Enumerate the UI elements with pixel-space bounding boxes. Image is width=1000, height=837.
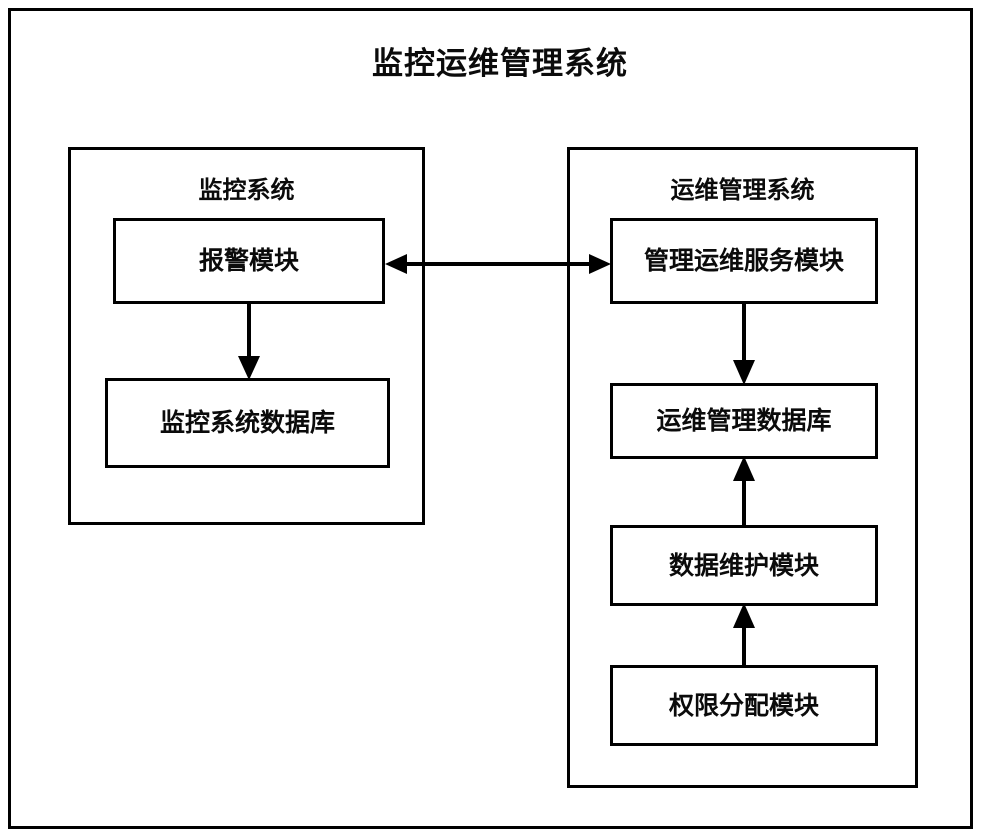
box-monitoring-database[interactable]: 监控系统数据库 <box>105 378 390 468</box>
panel-monitoring-system-title: 监控系统 <box>198 176 295 204</box>
box-monitoring-database-label: 监控系统数据库 <box>159 408 335 438</box>
box-permission-module-label: 权限分配模块 <box>668 690 819 720</box>
panel-ops-management-system-title: 运维管理系统 <box>670 176 815 204</box>
box-permission-module[interactable]: 权限分配模块 <box>610 665 878 746</box>
page-title: 监控运维管理系统 <box>372 46 628 82</box>
box-alarm-module[interactable]: 报警模块 <box>113 218 385 304</box>
connector-permission-to-data-maintenance-arrow <box>729 603 759 668</box>
box-data-maintenance-module[interactable]: 数据维护模块 <box>610 525 878 606</box>
connector-service-to-ops-db-arrow <box>729 302 759 387</box>
box-service-module[interactable]: 管理运维服务模块 <box>610 218 878 304</box>
connector-data-maintenance-to-ops-db-arrow <box>729 456 759 528</box>
box-alarm-module-label: 报警模块 <box>198 246 299 276</box>
box-ops-database-label: 运维管理数据库 <box>656 406 832 436</box>
box-service-module-label: 管理运维服务模块 <box>643 246 844 276</box>
connector-alarm-to-monitoring-db-arrow <box>234 302 264 382</box>
box-data-maintenance-module-label: 数据维护模块 <box>668 550 819 580</box>
box-ops-database[interactable]: 运维管理数据库 <box>610 383 878 459</box>
connector-alarm-to-service-bidirectional <box>383 248 613 280</box>
